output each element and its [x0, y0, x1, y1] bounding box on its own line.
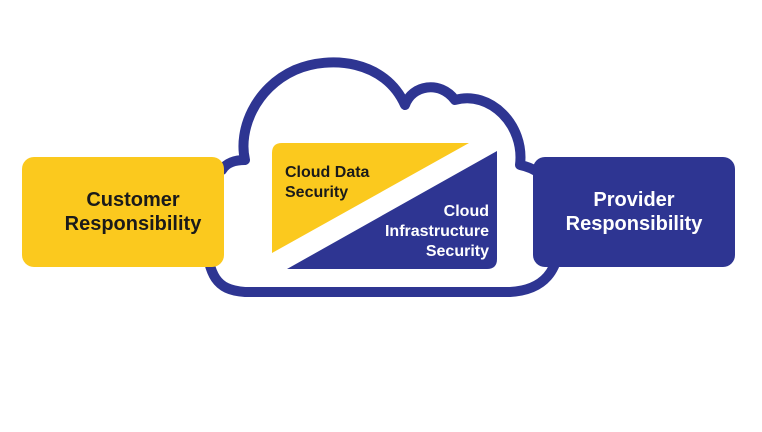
cloud-data-security-label-line2: Security	[285, 184, 348, 201]
cloud-infrastructure-security-label-line3: Security	[426, 243, 489, 260]
cloud-infrastructure-security-label-line2: Infrastructure	[385, 223, 489, 240]
customer-responsibility-label-line1: Customer	[86, 189, 180, 211]
customer-responsibility-box	[22, 157, 224, 267]
customer-responsibility-label-line2: Responsibility	[65, 213, 203, 235]
cloud-infrastructure-security-panel	[287, 151, 497, 269]
cloud-infrastructure-security-label-line1: Cloud	[444, 203, 489, 220]
provider-responsibility-label-line1: Provider	[593, 189, 674, 211]
cloud-data-security-label-line1: Cloud Data	[285, 164, 370, 181]
provider-responsibility-label-line2: Responsibility	[566, 213, 704, 235]
provider-responsibility-box	[533, 157, 735, 267]
cloud-data-security-panel	[272, 143, 469, 253]
